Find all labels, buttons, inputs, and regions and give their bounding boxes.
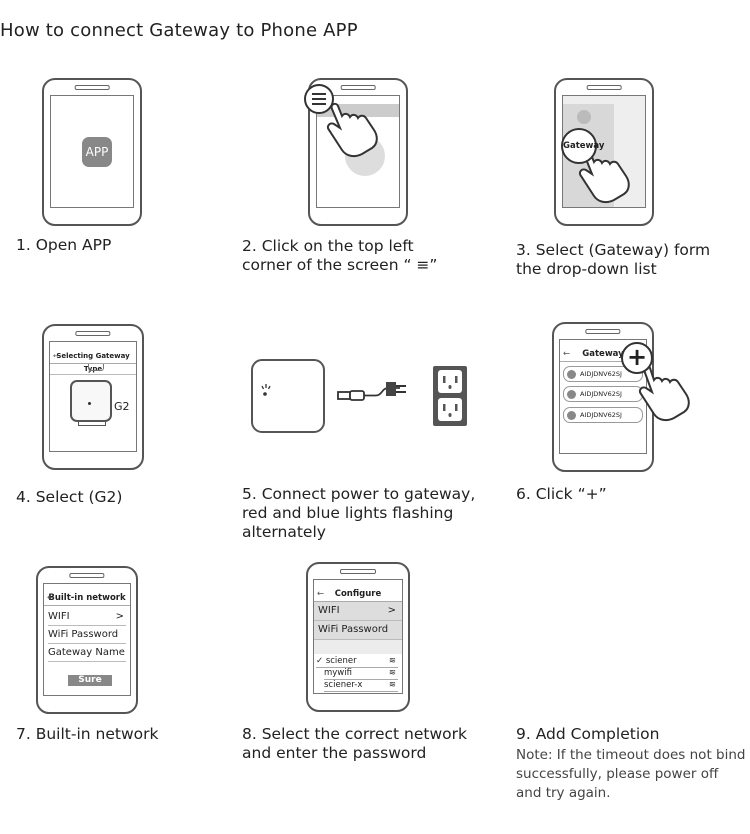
page-title: How to connect Gateway to Phone APP bbox=[0, 20, 358, 41]
network-list-item[interactable]: ✓ sciener ≋ bbox=[316, 656, 398, 668]
step8-caption: 8. Select the correct network and enter … bbox=[242, 725, 467, 762]
indicator-light-icon bbox=[261, 384, 271, 396]
configure-network-header: ←Configure Network bbox=[314, 588, 402, 612]
step1-phone: APP bbox=[42, 78, 142, 226]
step4-caption: 4. Select (G2) bbox=[16, 488, 123, 506]
gateway-menu-item[interactable]: Gateway bbox=[561, 128, 604, 164]
gateway-header: ←Gateway bbox=[560, 348, 646, 362]
step3-hand-illustration bbox=[578, 148, 630, 204]
step9-caption: 9. Add Completion bbox=[516, 725, 660, 743]
gateway-list-item[interactable]: AIDJDNV62SJ bbox=[563, 366, 643, 382]
menu-icon bbox=[312, 93, 326, 105]
add-gateway-button[interactable]: + bbox=[621, 342, 653, 374]
step4-phone: ←Selecting Gateway Type G2 bbox=[42, 324, 144, 470]
step1-caption: 1. Open APP bbox=[16, 236, 112, 254]
step7-phone: ←Built-in network WIFI > WiFi Password G… bbox=[36, 566, 138, 714]
network-list-item[interactable]: sciener-x ≋ bbox=[324, 680, 398, 692]
gateway-menu-label: Gateway bbox=[563, 141, 605, 151]
step8-screen: ←Configure Network WIFI > WiFi Password … bbox=[313, 579, 403, 694]
wifi-signal-icon: ≋ bbox=[388, 656, 396, 666]
app-icon[interactable]: APP bbox=[82, 137, 112, 167]
chevron-right-icon: > bbox=[387, 605, 396, 616]
gateway-name-field[interactable]: Gateway Name bbox=[48, 644, 126, 662]
lock-icon bbox=[567, 410, 576, 420]
gateway-device bbox=[251, 359, 325, 433]
wifi-field[interactable]: WIFI > bbox=[314, 602, 402, 621]
lock-icon bbox=[567, 369, 576, 379]
check-icon: ✓ bbox=[316, 656, 324, 666]
sure-button[interactable]: Sure bbox=[68, 675, 112, 686]
plus-icon: + bbox=[626, 343, 648, 371]
step2-hand-illustration bbox=[304, 84, 378, 158]
wifi-signal-icon: ≋ bbox=[388, 680, 396, 690]
g2-label: G2 bbox=[114, 400, 130, 413]
step1-screen: APP bbox=[50, 95, 134, 208]
wifi-password-field[interactable]: WiFi Password bbox=[314, 621, 402, 640]
select-type-header: ←Selecting Gateway Type bbox=[50, 350, 136, 373]
step5-caption: 5. Connect power to gateway, red and blu… bbox=[242, 485, 476, 541]
step2-caption: 2. Click on the top left corner of the s… bbox=[242, 237, 438, 274]
power-plug bbox=[386, 382, 406, 396]
step8-phone: ←Configure Network WIFI > WiFi Password … bbox=[306, 562, 410, 712]
chevron-right-icon: > bbox=[115, 611, 124, 622]
wifi-field[interactable]: WIFI > bbox=[48, 608, 126, 626]
wifi-password-field[interactable]: WiFi Password bbox=[48, 626, 126, 644]
step9-block: 9. Add Completion Note: If the timeout d… bbox=[516, 725, 746, 803]
gateway-power-illustration bbox=[251, 359, 467, 433]
builtin-network-header: ←Built-in network bbox=[44, 592, 130, 606]
gateway-list-item[interactable]: AIDJDNV62SJ bbox=[563, 407, 643, 423]
step6-hand-illustration bbox=[638, 364, 690, 422]
wifi-signal-icon: ≋ bbox=[388, 668, 396, 678]
pointing-hand-icon bbox=[326, 102, 378, 158]
step3-caption: 3. Select (Gateway) form the drop-down l… bbox=[516, 241, 711, 278]
step4-screen: ←Selecting Gateway Type G2 bbox=[49, 341, 137, 452]
app-icon-label: APP bbox=[85, 145, 109, 159]
step7-screen: ←Built-in network WIFI > WiFi Password G… bbox=[43, 583, 131, 696]
pointing-hand-icon bbox=[578, 148, 630, 204]
network-list-item[interactable]: mywifi ≋ bbox=[324, 668, 398, 680]
lock-icon bbox=[567, 389, 576, 399]
step9-note: Note: If the timeout does not bind succe… bbox=[516, 747, 746, 801]
wall-outlet bbox=[433, 366, 467, 426]
pointing-hand-icon bbox=[638, 364, 690, 422]
step6-caption: 6. Click “+” bbox=[516, 485, 607, 503]
g2-device-option[interactable] bbox=[70, 380, 112, 426]
step7-caption: 7. Built-in network bbox=[16, 725, 159, 743]
